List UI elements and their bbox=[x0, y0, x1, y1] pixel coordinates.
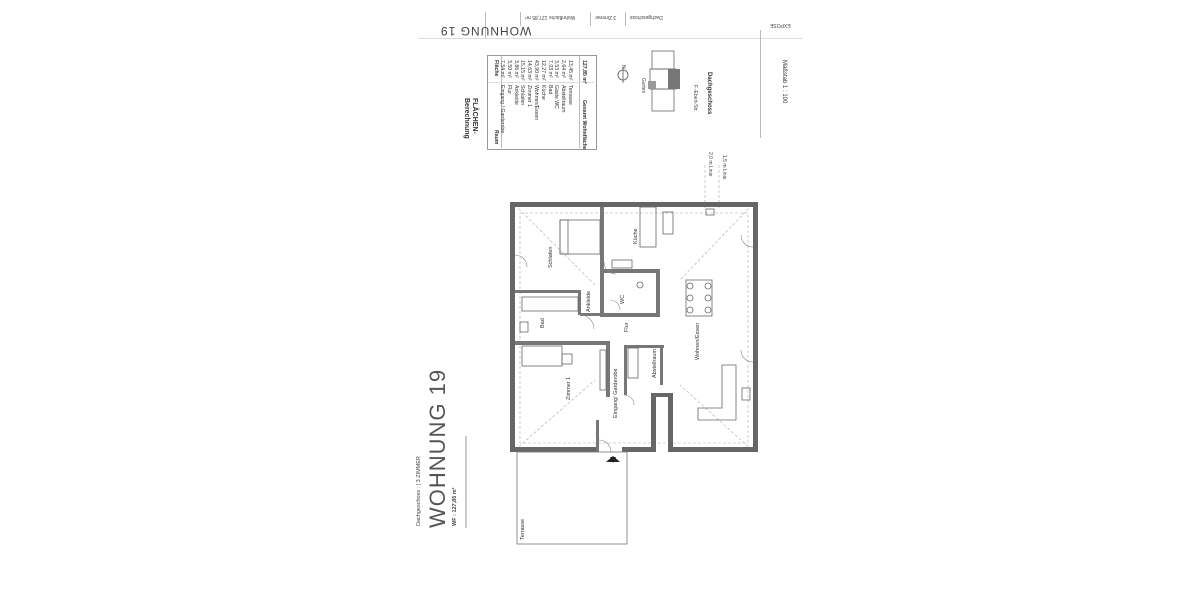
bed-pillow bbox=[559, 219, 569, 255]
key-plan bbox=[617, 50, 680, 112]
room-label-schlafen: Schlafen bbox=[548, 246, 554, 268]
roof-lines bbox=[514, 165, 753, 451]
area-table bbox=[487, 55, 597, 150]
chair bbox=[561, 353, 573, 365]
chair bbox=[704, 282, 712, 290]
side-table bbox=[741, 387, 751, 401]
header-rule bbox=[418, 38, 803, 39]
header-divider bbox=[520, 12, 521, 26]
footer-title: WOHNUNG 19 bbox=[425, 368, 450, 528]
dining-table bbox=[685, 279, 713, 317]
table-rule bbox=[501, 56, 502, 148]
room-label-kueche: Küche bbox=[633, 228, 639, 244]
footer-wf: WF : 127,85 m² bbox=[452, 487, 458, 526]
room-label-zimmer1: Zimmer 1 bbox=[566, 376, 572, 400]
kitchen-island bbox=[662, 211, 674, 235]
keyplan-block bbox=[651, 88, 675, 112]
shelf bbox=[599, 349, 607, 391]
room-label-eingang: Eingang/ Garderobe bbox=[613, 368, 619, 418]
chair bbox=[704, 306, 712, 314]
entrance-walls bbox=[651, 393, 673, 452]
bed bbox=[559, 219, 601, 255]
chair bbox=[704, 294, 712, 302]
wc-basin bbox=[636, 281, 644, 289]
bathtub bbox=[521, 296, 579, 312]
table-col-rule bbox=[488, 82, 594, 83]
terrace-outline bbox=[516, 451, 628, 545]
chair bbox=[686, 306, 694, 314]
room-label-terrasse: Terrasse bbox=[520, 518, 526, 540]
room-label-abstell: Abstellraum bbox=[652, 348, 658, 378]
chair bbox=[686, 294, 694, 302]
keyplan-highlight bbox=[648, 81, 656, 89]
chimney bbox=[705, 208, 715, 216]
table-rule bbox=[579, 56, 580, 148]
entrance-marker-icon bbox=[606, 456, 620, 462]
footer-subtitle: Dachgeschoss : | 3 ZIMMER bbox=[416, 456, 422, 526]
chair bbox=[686, 282, 694, 290]
desk bbox=[521, 345, 563, 367]
room-label-bad: Bad bbox=[540, 318, 546, 328]
room-label-flur: Flur bbox=[624, 322, 630, 332]
room-label-ankleide: Ankleide bbox=[586, 290, 592, 312]
sofa bbox=[697, 364, 737, 421]
room-label-wc: WC bbox=[620, 294, 626, 304]
wc-toilet bbox=[611, 259, 633, 269]
room-label-wohnen: Wohnen/Essen bbox=[695, 322, 701, 360]
scale-rule bbox=[760, 30, 761, 138]
keyplan-highlight bbox=[668, 69, 680, 89]
door-swings bbox=[514, 234, 754, 453]
furniture bbox=[519, 206, 751, 421]
header-divider bbox=[590, 12, 591, 26]
toilet bbox=[519, 321, 529, 333]
interior-walls bbox=[515, 207, 664, 452]
header-divider bbox=[485, 12, 486, 38]
header-divider bbox=[625, 12, 626, 26]
kitchen-counter bbox=[639, 206, 657, 248]
outer-walls bbox=[510, 202, 758, 452]
wardrobe bbox=[627, 347, 639, 379]
